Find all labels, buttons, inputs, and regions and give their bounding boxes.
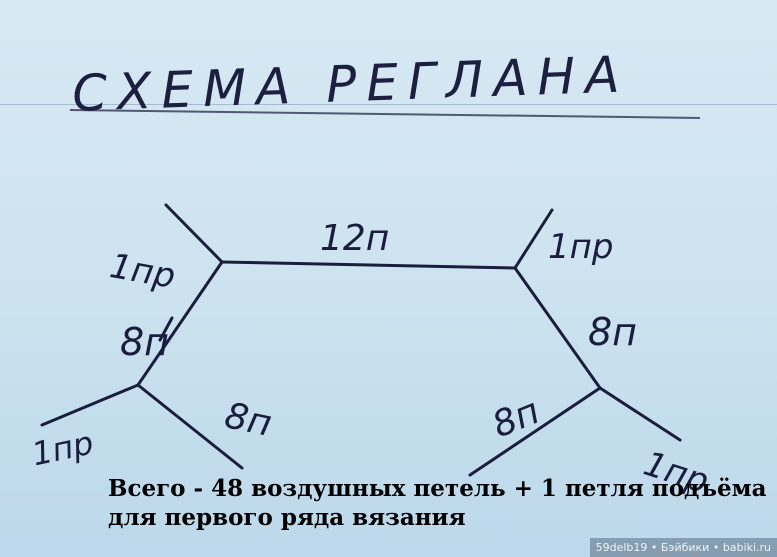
label-left-lower-8p: 8п xyxy=(221,395,275,445)
caption: Всего - 48 воздушных петель + 1 петля по… xyxy=(108,474,768,532)
ruled-line xyxy=(0,104,777,105)
left-lower-line xyxy=(136,383,244,470)
top-line xyxy=(220,260,517,270)
raglan-tick-top-right xyxy=(513,208,554,270)
right-lower-line xyxy=(468,386,602,477)
label-left-upper-8p: 8п xyxy=(120,320,169,364)
label-right-upper-8p: 8п xyxy=(588,310,637,354)
raglan-tick-top-left xyxy=(164,203,224,264)
label-raglan-top-left: 1пр xyxy=(107,246,178,297)
label-raglan-bottom-left: 1пр xyxy=(28,423,96,473)
watermark: 59delb19 • Бэйбики • babiki.ru xyxy=(589,538,777,557)
title-underline xyxy=(69,109,701,119)
left-upper-slash xyxy=(158,316,174,342)
scheme-title: СХЕМА РЕГЛАНА xyxy=(71,45,630,122)
label-top-12p: 12п xyxy=(320,218,389,259)
raglan-tick-bottom-right xyxy=(598,386,682,442)
left-upper-line xyxy=(136,260,224,387)
caption-line-2: для первого ряда вязания xyxy=(108,504,466,531)
label-right-lower-8p: 8п xyxy=(487,391,545,446)
caption-line-1: Всего - 48 воздушных петель + 1 петля по… xyxy=(108,475,767,502)
diagram-lines xyxy=(40,203,682,477)
raglan-tick-bottom-left xyxy=(40,383,140,427)
right-upper-line xyxy=(513,266,602,390)
label-raglan-top-right: 1пр xyxy=(548,227,613,267)
